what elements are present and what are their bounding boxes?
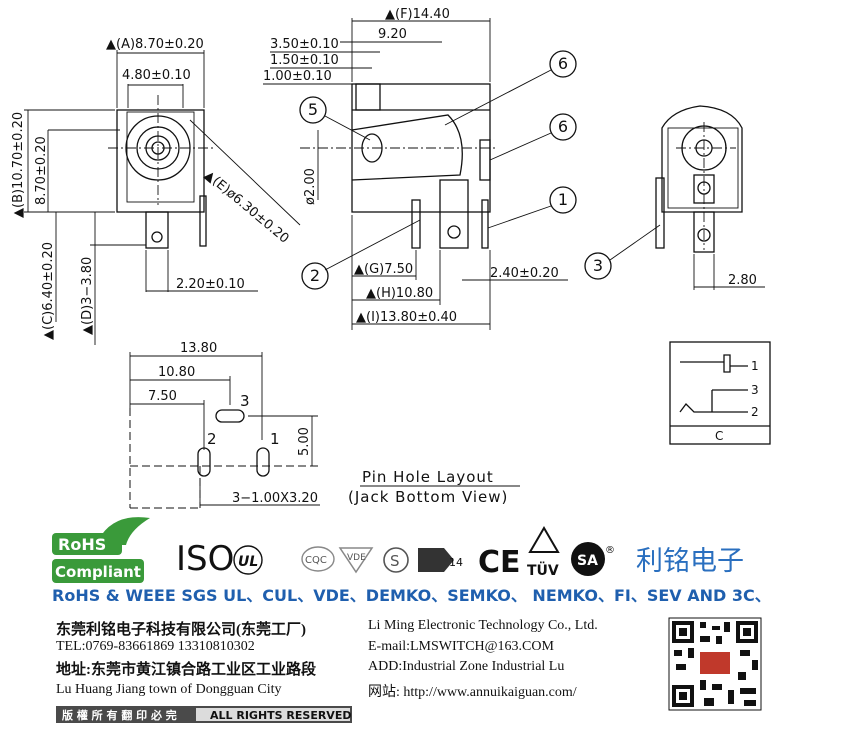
dim-pin: 2.20±0.10 bbox=[176, 277, 245, 292]
schem-label: C bbox=[715, 429, 723, 443]
dim-h: ▲(H)10.80 bbox=[366, 286, 433, 301]
qr-code bbox=[668, 617, 762, 711]
iso-mark: ISO bbox=[176, 539, 234, 579]
dim-w-small: 4.80±0.10 bbox=[122, 68, 191, 83]
side-view: ▲(F)14.40 9.20 3.50±0.10 1.50±0.10 1.00±… bbox=[263, 7, 577, 330]
cert-logos: RoHS Compliant ISO UL CQC VDE S 14 CE TÜ… bbox=[52, 517, 744, 583]
callout-4: 5 bbox=[308, 100, 318, 119]
dim-pin-gap: 2.40±0.20 bbox=[490, 266, 559, 281]
company-cn-addr: 地址:东莞市黄江镇合路工业区工业路段 bbox=[56, 662, 316, 678]
rohs-bottom: Compliant bbox=[55, 563, 141, 581]
rights-bar: 版 權 所 有 翻 印 必 完 ALL RIGHTS RESERVED bbox=[56, 706, 352, 723]
dim-a: ▲(A)8.70±0.20 bbox=[106, 37, 204, 52]
company-en-addr: ADD:Industrial Zone Industrial Lu bbox=[368, 659, 565, 674]
rohs-top: RoHS bbox=[58, 535, 106, 554]
cqc-mark: CQC bbox=[305, 555, 327, 566]
schem-pin-1: 1 bbox=[751, 359, 759, 373]
dim-b: ▲(B)10.70±0.20 bbox=[11, 112, 26, 218]
dim-back-w: 2.80 bbox=[728, 273, 757, 288]
company-tel: TEL:0769-83661869 13310810302 bbox=[56, 639, 255, 654]
rights-en: ALL RIGHTS RESERVED bbox=[210, 709, 351, 722]
pin-hole-layout: 13.80 10.80 7.50 5.00 3 2 1 3−1.00X3.20 … bbox=[129, 341, 520, 509]
dim-layout-total: 13.80 bbox=[180, 341, 217, 356]
reg-mark: ® bbox=[605, 545, 615, 556]
callout-3: 3 bbox=[593, 256, 603, 275]
dim-i: ▲(I)13.80±0.40 bbox=[356, 310, 457, 325]
company-en-name: Li Ming Electronic Technology Co., Ltd. bbox=[368, 618, 598, 633]
cert-line: RoHS & WEEE SGS UL、CUL、VDE、DEMKO、SEMKO、 … bbox=[52, 586, 771, 605]
front-view: ▲(A)8.70±0.20 4.80±0.10 ▲(B)10.70±0.20 8… bbox=[11, 37, 301, 345]
dim-f: ▲(F)14.40 bbox=[385, 7, 450, 22]
dim-layout-holes: 3−1.00X3.20 bbox=[232, 491, 318, 506]
layout-title: Pin Hole Layout bbox=[362, 468, 494, 486]
dim-vert: ø2.00 bbox=[303, 168, 318, 205]
dim-d4: 9.20 bbox=[378, 27, 407, 42]
csa-mark: SA bbox=[577, 553, 598, 569]
dim-layout-mid: 10.80 bbox=[158, 365, 195, 380]
company-en-addr-city: Lu Huang Jiang town of Dongguan City bbox=[56, 682, 282, 697]
schem-pin-2: 2 bbox=[751, 405, 759, 419]
dim-d1: 3.50±0.10 bbox=[270, 37, 339, 52]
back-view: 2.80 3 bbox=[584, 105, 765, 290]
tuv-mark: TÜV bbox=[527, 561, 559, 579]
s-mark: S bbox=[390, 552, 400, 570]
semko-num: 14 bbox=[449, 556, 463, 569]
ul-mark: UL bbox=[238, 554, 258, 570]
dim-h-small: 8.70±0.20 bbox=[34, 136, 49, 205]
callout-1: 1 bbox=[558, 190, 568, 209]
schem-pin-3: 3 bbox=[751, 383, 759, 397]
company-cn-name: 东莞利铭电子科技有限公司(东莞工厂) bbox=[56, 622, 306, 638]
dim-e: ▲(E)ø6.30±0.20 bbox=[201, 168, 291, 247]
ce-mark: CE bbox=[478, 545, 521, 580]
company-email[interactable]: E-mail:LMSWITCH@163.COM bbox=[368, 639, 554, 654]
dim-g: ▲(G)7.50 bbox=[354, 262, 413, 277]
layout-subtitle: (Jack Bottom View) bbox=[348, 488, 508, 506]
callout-5: 6 bbox=[558, 54, 568, 73]
dim-layout-short: 7.50 bbox=[148, 389, 177, 404]
dim-c: ▲(C)6.40±0.20 bbox=[41, 242, 56, 340]
dim-d2: 1.50±0.10 bbox=[270, 53, 339, 68]
dim-d3: 1.00±0.10 bbox=[263, 69, 332, 84]
layout-pin-1: 1 bbox=[270, 430, 280, 448]
company-web[interactable]: 网站: http://www.annuikaiguan.com/ bbox=[368, 685, 577, 700]
callout-2: 2 bbox=[310, 266, 320, 285]
layout-pin-2: 2 bbox=[207, 430, 217, 448]
dim-layout-h: 5.00 bbox=[297, 427, 312, 456]
callout-6: 6 bbox=[558, 117, 568, 136]
vde-mark: VDE bbox=[347, 553, 366, 563]
schematic-box: 1 3 2 C bbox=[669, 341, 771, 445]
dim-d: ▲(D)3−3.80 bbox=[80, 257, 95, 335]
rights-cn: 版 權 所 有 翻 印 必 完 bbox=[62, 708, 177, 722]
brand-name: 利铭电子 bbox=[636, 546, 744, 577]
layout-pin-3: 3 bbox=[240, 392, 250, 410]
